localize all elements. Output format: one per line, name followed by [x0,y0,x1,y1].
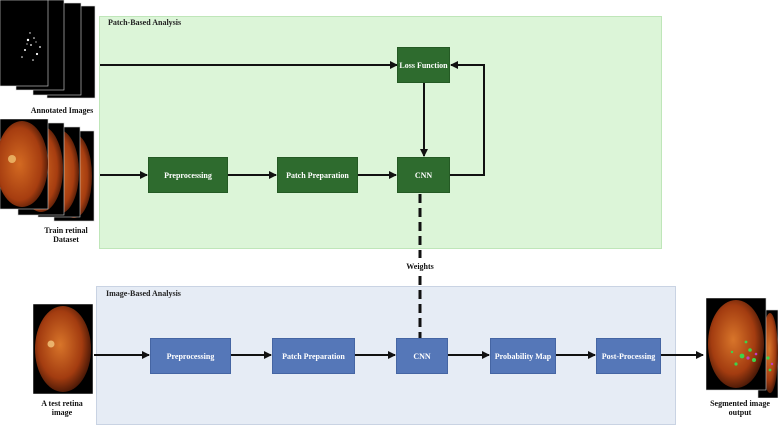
weights-label: Weights [406,262,434,271]
annotated-images-stack [0,0,100,100]
image-panel-title: Image-Based Analysis [106,289,181,298]
patch-patch-preparation-node: Patch Preparation [277,157,358,193]
segmented-output-label: Segmented image output [710,399,770,418]
image-preprocessing-node: Preprocessing [150,338,231,374]
test-image-label: A test retina image [41,399,83,418]
patch-based-panel: Patch-Based Analysis [99,16,662,249]
patch-panel-title: Patch-Based Analysis [108,18,182,27]
image-post-processing-node: Post-Processing [596,338,661,374]
image-patch-preparation-node: Patch Preparation [272,338,355,374]
test-retina-graphic [32,303,94,395]
patch-loss-function-node: Loss Function [397,47,450,83]
annotated-images-label: Annotated Images [30,106,94,115]
image-probability-map-node: Probability Map [490,338,556,374]
segmented-output-graphic [705,297,778,399]
train-dataset-label: Train retinal Dataset [44,226,88,245]
train-dataset-graphic [0,118,95,222]
annotated-images-graphic [0,0,96,99]
patch-cnn-node: CNN [397,157,450,193]
train-dataset-stack [0,118,100,223]
segmented-output-stack [705,297,778,399]
test-retina-image [32,303,94,395]
patch-preprocessing-node: Preprocessing [148,157,228,193]
edge-cnn-feedback-to-loss [450,61,485,176]
image-cnn-node: CNN [396,338,448,374]
